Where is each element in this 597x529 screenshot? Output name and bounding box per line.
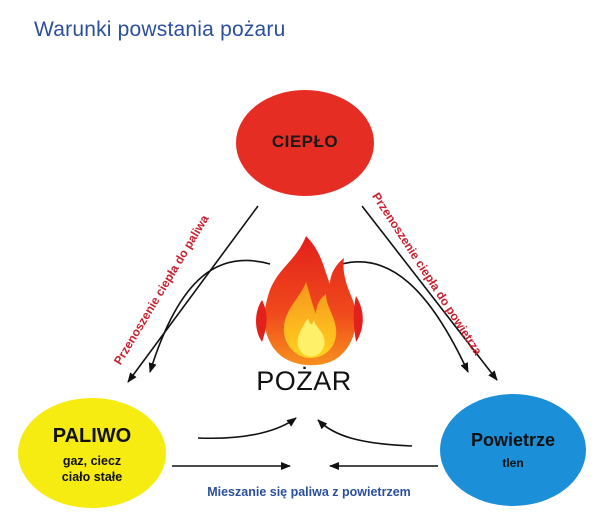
fire-label: POŻAR bbox=[256, 366, 352, 396]
curve-arrow-left-upper bbox=[148, 259, 271, 373]
air-sublabel: tlen bbox=[502, 456, 524, 470]
flame-icon bbox=[256, 236, 363, 366]
heat-label: CIEPŁO bbox=[271, 132, 339, 151]
fuel-sublabel: gaz, ciecz ciało stałe bbox=[18, 453, 166, 485]
arrow-heat-to-fuel bbox=[127, 205, 259, 383]
fuel-sublabel-line1: gaz, ciecz bbox=[62, 454, 122, 468]
air-label: Powietrze bbox=[470, 430, 556, 450]
arrow-heat-to-air bbox=[361, 205, 498, 381]
curve-arrow-right-lower bbox=[317, 419, 413, 447]
curve-arrow-right-upper bbox=[341, 261, 469, 373]
fuel-node: PALIWO gaz, ciecz ciało stałe bbox=[18, 398, 166, 508]
diagram-title: Warunki powstania pożaru bbox=[34, 18, 286, 41]
heat-node: CIEPŁO bbox=[236, 90, 374, 196]
air-node: Powietrze tlen bbox=[440, 394, 586, 506]
fuel-sublabel-line2: ciało stałe bbox=[61, 470, 123, 484]
fuel-label: PALIWO bbox=[52, 425, 132, 447]
curve-arrow-left-lower bbox=[197, 417, 297, 440]
edge-label-fuel-air: Mieszanie się paliwa z powietrzem bbox=[207, 485, 411, 499]
